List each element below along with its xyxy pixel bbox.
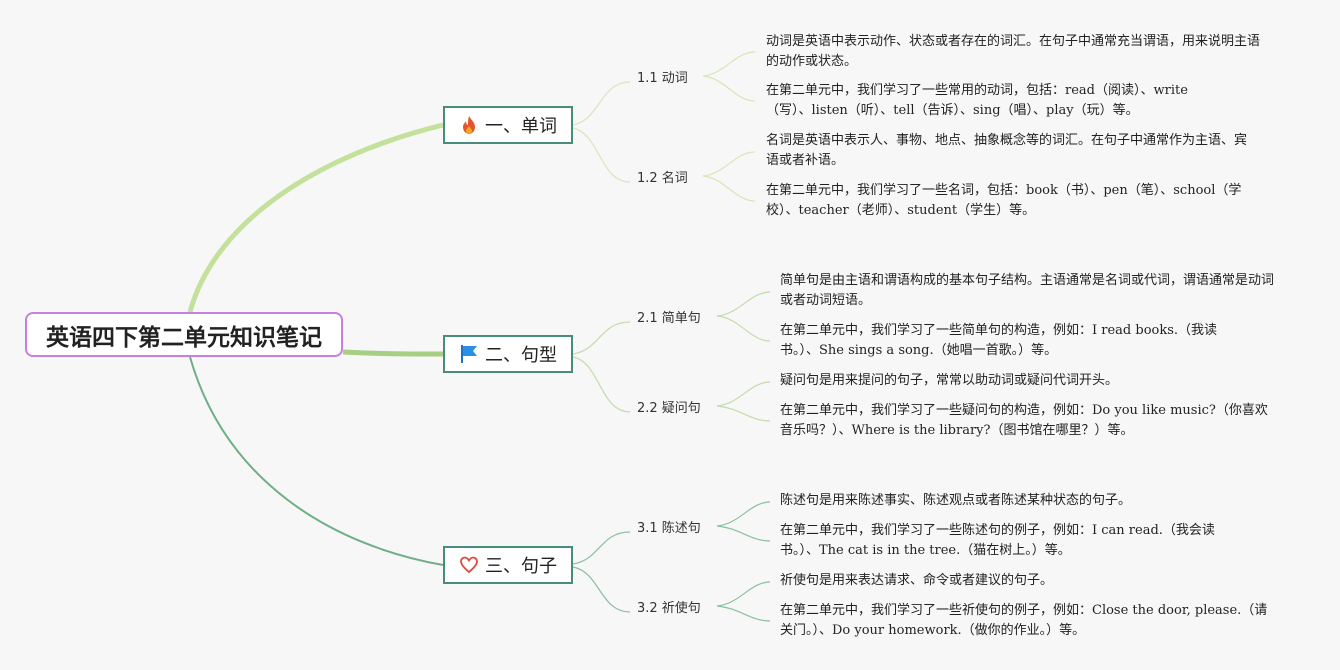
fire-icon xyxy=(459,115,479,135)
branch-3-sub-2-link xyxy=(572,566,631,613)
branch-sentences[interactable]: 三、句子 xyxy=(443,546,573,584)
branch-sentences-label: 三、句子 xyxy=(485,556,557,577)
subtopic-questions[interactable]: 2.2 疑问句 xyxy=(637,401,701,416)
sub-1-2-note-link-a xyxy=(702,151,756,177)
note-verbs-definition[interactable]: 动词是英语中表示动作、状态或者存在的词汇。在句子中通常充当谓语，用来说明主语的动… xyxy=(766,34,1261,69)
sub-1-2-note-link-b xyxy=(702,175,756,202)
root-to-branch-3-link xyxy=(189,356,444,566)
sub-2-2-note-link-b xyxy=(716,405,771,422)
branch-2-sub-1-link xyxy=(572,321,631,355)
root-topic[interactable]: 英语四下第二单元知识笔记 xyxy=(25,312,343,357)
branch-words-label: 一、单词 xyxy=(485,116,557,137)
sub-1-1-note-link-b xyxy=(702,75,756,102)
note-verbs-examples[interactable]: 在第二单元中，我们学习了一些常用的动词，包括：read（阅读）、write（写）… xyxy=(766,83,1188,118)
sub-3-2-note-link-a xyxy=(716,581,771,607)
sub-3-1-note-link-b xyxy=(716,525,771,542)
branch-sentence-patterns-label: 二、句型 xyxy=(485,345,557,366)
note-nouns-examples[interactable]: 在第二单元中，我们学习了一些名词，包括：book（书）、pen（笔）、schoo… xyxy=(766,183,1242,218)
branch-words[interactable]: 一、单词 xyxy=(443,106,573,144)
branch-3-sub-1-link xyxy=(572,531,631,565)
sub-2-1-note-link-b xyxy=(716,315,771,342)
note-declarative-definition[interactable]: 陈述句是用来陈述事实、陈述观点或者陈述某种状态的句子。 xyxy=(780,493,1132,508)
branch-1-sub-1-link xyxy=(572,81,631,126)
note-simple-sentence-definition[interactable]: 简单句是由主语和谓语构成的基本句子结构。主语通常是名词或代词，谓语通常是动词或者… xyxy=(780,273,1275,308)
branch-2-sub-2-link xyxy=(572,356,631,413)
sub-2-1-note-link-a xyxy=(716,291,771,317)
note-imperative-definition[interactable]: 祈使句是用来表达请求、命令或者建议的句子。 xyxy=(780,573,1054,588)
heart-icon xyxy=(459,555,479,575)
root-to-branch-1-link xyxy=(187,122,444,313)
note-questions-definition[interactable]: 疑问句是用来提问的句子，常常以助动词或疑问代词开头。 xyxy=(780,373,1119,388)
flag-icon xyxy=(459,344,479,364)
note-simple-sentence-examples[interactable]: 在第二单元中，我们学习了一些简单句的构造，例如：I read books.（我读… xyxy=(780,323,1218,358)
branch-sentence-patterns[interactable]: 二、句型 xyxy=(443,335,573,373)
subtopic-verbs[interactable]: 1.1 动词 xyxy=(637,71,688,86)
sub-3-2-note-link-b xyxy=(716,605,771,622)
sub-3-1-note-link-a xyxy=(716,501,771,527)
note-declarative-examples[interactable]: 在第二单元中，我们学习了一些陈述句的例子，例如：I can read.（我会读书… xyxy=(780,523,1215,558)
root-to-branch-2-link xyxy=(342,349,444,357)
subtopic-simple-sentence[interactable]: 2.1 简单句 xyxy=(637,311,701,326)
note-imperative-examples[interactable]: 在第二单元中，我们学习了一些祈使句的例子，例如：Close the door, … xyxy=(780,603,1268,638)
branch-1-sub-2-link xyxy=(572,127,631,183)
note-nouns-definition[interactable]: 名词是英语中表示人、事物、地点、抽象概念等的词汇。在句子中通常作为主语、宾语或者… xyxy=(766,133,1248,168)
subtopic-imperative[interactable]: 3.2 祈使句 xyxy=(637,601,701,616)
sub-2-2-note-link-a xyxy=(716,381,771,407)
root-title: 英语四下第二单元知识笔记 xyxy=(46,324,322,351)
subtopic-nouns[interactable]: 1.2 名词 xyxy=(637,171,688,186)
sub-1-1-note-link-a xyxy=(702,51,756,77)
note-questions-examples[interactable]: 在第二单元中，我们学习了一些疑问句的构造，例如：Do you like musi… xyxy=(780,403,1268,438)
subtopic-declarative[interactable]: 3.1 陈述句 xyxy=(637,521,701,536)
